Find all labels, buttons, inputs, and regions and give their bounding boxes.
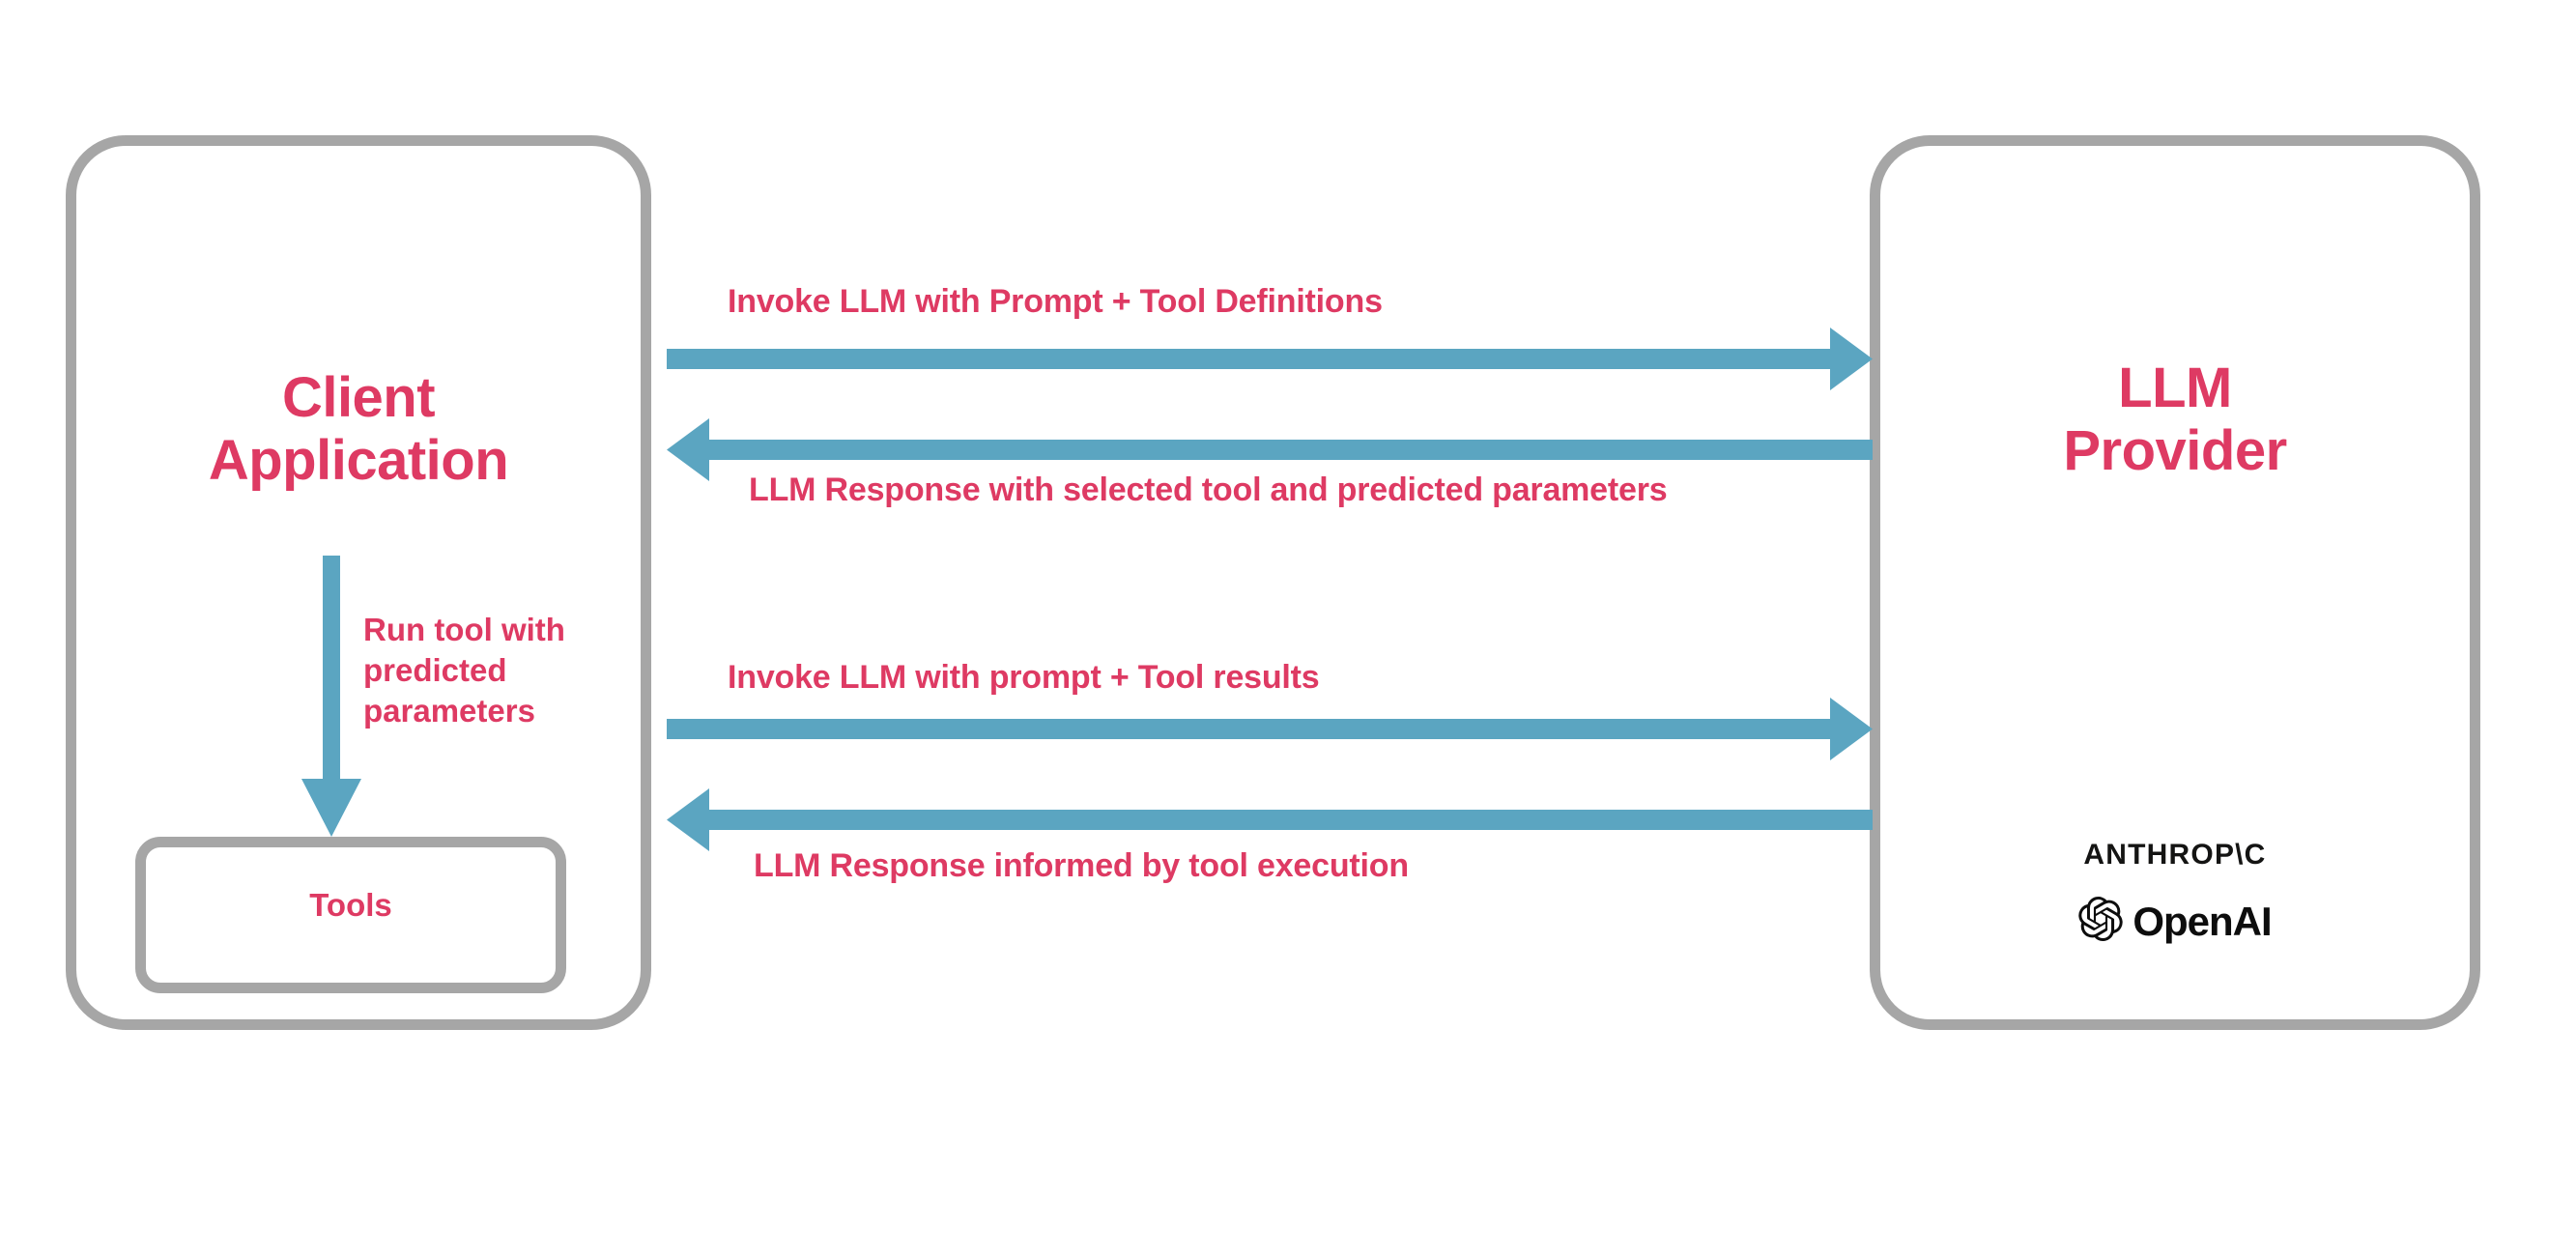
run-tool-flow-label: Run tool with predicted parameters — [363, 612, 565, 729]
tools-box — [135, 837, 566, 993]
arrow-invoke-2 — [667, 698, 1873, 760]
arrow-invoke-1 — [667, 328, 1873, 390]
openai-logo: OpenAI — [1889, 897, 2461, 946]
arrow-response-2 — [667, 788, 1873, 851]
openai-knot-icon — [2078, 897, 2124, 946]
flow-label-response-1: LLM Response with selected tool and pred… — [749, 472, 1668, 508]
openai-wordmark: OpenAI — [2132, 898, 2272, 944]
anthropic-logo: ANTHROP\C — [2083, 839, 2267, 871]
client-application-title: Client Application — [208, 366, 509, 492]
flow-label-response-2: LLM Response informed by tool execution — [754, 847, 1409, 884]
llm-provider-box — [1870, 135, 2480, 1030]
flow-label-invoke-2: Invoke LLM with prompt + Tool results — [728, 659, 1320, 696]
tools-label: Tools — [309, 887, 392, 923]
llm-provider-title: LLM Provider — [2063, 357, 2287, 482]
flow-label-invoke-1: Invoke LLM with Prompt + Tool Definition… — [728, 283, 1383, 320]
